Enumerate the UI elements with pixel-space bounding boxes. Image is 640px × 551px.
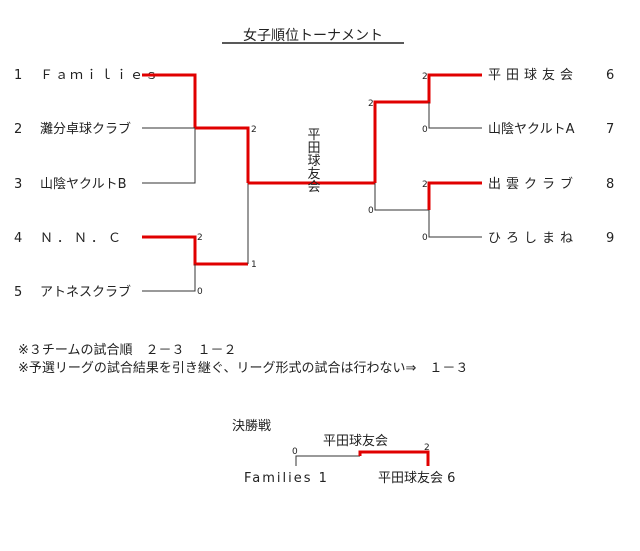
team-number: 3 xyxy=(14,177,22,192)
team-name: 灘分卓球クラブ xyxy=(40,121,131,137)
team-number: 4 xyxy=(14,231,22,246)
score-label: 0 xyxy=(292,447,298,457)
bracket-line-win xyxy=(142,235,248,266)
note-line: ※予選リーグの試合結果を引き継ぐ、リーグ形式の試合は行わない⇒ １－３ xyxy=(18,360,468,376)
bracket-line xyxy=(142,264,196,292)
bracket-line-win xyxy=(427,181,482,210)
team-name: 山陰ヤクルトA xyxy=(488,122,575,137)
score-label: 0 xyxy=(422,233,428,243)
bracket-line xyxy=(295,455,360,466)
bracket-line xyxy=(428,210,482,238)
left-bracket xyxy=(142,73,375,292)
score-label: 2 xyxy=(368,99,374,109)
final-team-left: Families 1 xyxy=(244,471,329,486)
bracket-line xyxy=(142,128,196,184)
champion-name: 平田球友会 xyxy=(305,128,321,193)
team-number: 1 xyxy=(14,68,22,83)
bracket-line-win xyxy=(358,450,430,466)
final-team-right: 平田球友会 6 xyxy=(378,470,455,486)
team-name: 平田球友会 xyxy=(488,67,578,83)
score-label: 2 xyxy=(422,72,428,82)
team-number: 5 xyxy=(14,285,22,300)
team-name: Ｎ．Ｎ．Ｃ xyxy=(40,231,125,246)
team-name: ひろしまね xyxy=(488,231,578,246)
team-number: 8 xyxy=(606,177,614,192)
team-name: 山陰ヤクルトB xyxy=(40,177,127,192)
bracket-line-win xyxy=(373,73,482,183)
right-team-list: 平田球友会 6 山陰ヤクルトA 7 出雲クラブ 8 ひろしまね 9 xyxy=(488,67,614,246)
team-name: 出雲クラブ xyxy=(488,176,578,192)
page-title: 女子順位トーナメント xyxy=(243,27,383,44)
score-label: 2 xyxy=(422,180,428,190)
team-number: 6 xyxy=(606,68,614,83)
bracket-line-win xyxy=(142,73,197,128)
score-label: 0 xyxy=(197,287,203,297)
team-number: 9 xyxy=(606,231,614,246)
score-label: 0 xyxy=(368,206,374,216)
score-label: 0 xyxy=(422,125,428,135)
note-line: ※３チームの試合順 ２－３ １－２ xyxy=(18,342,237,358)
team-name: Ｆａｍｉｌｉｅｓ xyxy=(40,68,160,83)
team-name: アトネスクラブ xyxy=(40,284,131,300)
final-label: 決勝戦 xyxy=(232,419,271,434)
team-number: 2 xyxy=(14,122,22,137)
final-bracket: 決勝戦 平田球友会 0 2 Families 1 平田球友会 6 xyxy=(232,419,455,486)
final-winner: 平田球友会 xyxy=(323,433,388,449)
bracket-line-win xyxy=(195,126,250,183)
bracket-line xyxy=(428,102,482,129)
team-number: 7 xyxy=(606,122,614,137)
left-team-list: 1 Ｆａｍｉｌｉｅｓ 2 灘分卓球クラブ 3 山陰ヤクルトB 4 Ｎ．Ｎ．Ｃ 5… xyxy=(14,68,160,300)
score-label: 1 xyxy=(251,260,257,270)
score-label: 2 xyxy=(197,233,203,243)
right-bracket xyxy=(373,73,482,238)
score-label: 2 xyxy=(424,443,430,453)
bracket-line xyxy=(374,183,429,211)
score-label: 2 xyxy=(251,125,257,135)
